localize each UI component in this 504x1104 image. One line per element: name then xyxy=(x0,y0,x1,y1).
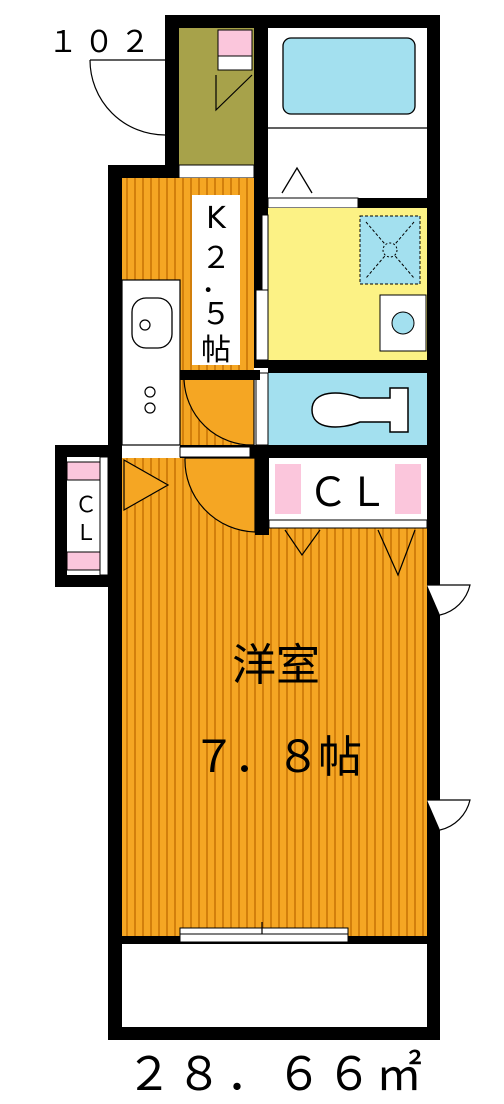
shoe-cabinet xyxy=(217,29,253,57)
refrigerator-space xyxy=(192,195,240,365)
outer-walls xyxy=(55,15,440,1040)
bathtub xyxy=(282,37,416,115)
svg-text:帖: 帖 xyxy=(201,333,231,368)
svg-text:Ｃ: Ｃ xyxy=(75,493,97,518)
kitchen-door-swing xyxy=(183,377,255,446)
balcony xyxy=(122,944,427,1027)
stove-burner-bottom xyxy=(144,402,156,414)
svg-text:２: ２ xyxy=(201,241,231,276)
total-area: ２８．６６㎡ xyxy=(126,1047,426,1101)
entrance-step xyxy=(178,164,255,179)
main-closet-label: ＣＬ xyxy=(308,470,388,516)
kitchen-sink xyxy=(131,297,173,349)
entry-door-swing xyxy=(215,74,253,112)
entrance-door-swing xyxy=(89,59,166,136)
bathroom-door-icon xyxy=(281,166,313,194)
room-door-swing xyxy=(184,457,256,533)
right-window-lower xyxy=(427,799,471,831)
svg-text:．: ． xyxy=(201,265,231,300)
kitchen-name: K xyxy=(206,201,227,236)
svg-text:Ｌ: Ｌ xyxy=(75,521,97,546)
svg-text:５: ５ xyxy=(201,297,231,332)
stove-burner-top xyxy=(144,386,156,398)
western-room-size: ７．８帖 xyxy=(192,732,361,783)
kitchen-size-label: ２ ． ５ 帖 xyxy=(201,241,231,368)
right-window-upper xyxy=(427,584,471,616)
side-closet-label: Ｃ Ｌ xyxy=(75,493,97,546)
unit-number: １０２ xyxy=(48,25,156,60)
western-room-name: 洋室 xyxy=(232,640,320,691)
toilet-icon xyxy=(311,387,409,433)
